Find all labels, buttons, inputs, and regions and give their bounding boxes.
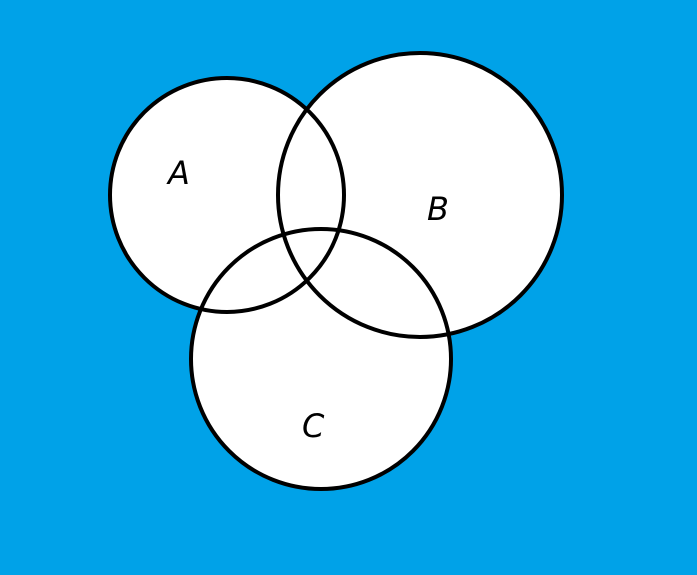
set-b-circle [276,51,564,339]
set-c-fill [191,229,451,489]
set-c-circle [189,227,453,491]
set-a-label: A [166,154,190,192]
set-c-label: C [302,407,325,445]
circle-outlines [108,51,564,491]
set-a-circle [108,76,346,314]
set-b-label: B [427,190,449,228]
circle-fills [110,53,562,489]
